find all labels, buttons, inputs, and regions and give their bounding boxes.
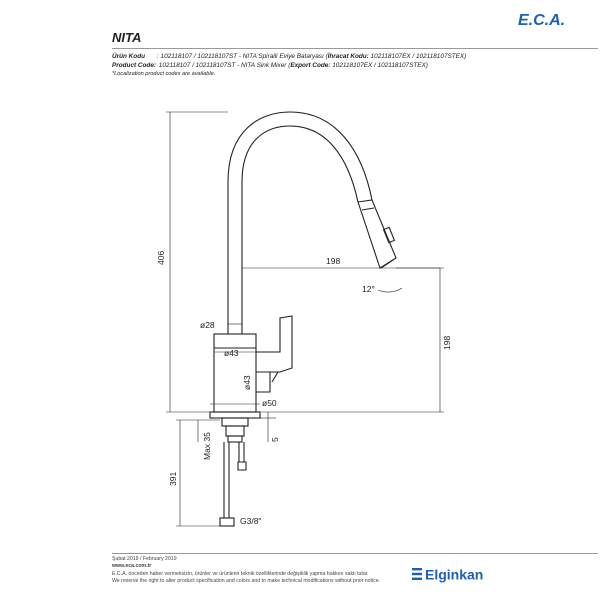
export-code-tr-text: 102118107EX / 102118107STEX) [368, 53, 467, 60]
export-code-en-label: Export Code: [290, 61, 331, 69]
spray-buttons [382, 226, 396, 244]
eca-logo-text: E.C.A. [518, 12, 565, 28]
header-divider [112, 48, 598, 49]
mixer-body [213, 333, 257, 413]
spout-inner [241, 125, 359, 334]
technical-drawing: 406 198 12° 198 ø28 ø43 ø43 ø50 5 Max 35… [156, 111, 452, 527]
dim-d28: ø28 [200, 320, 215, 330]
dim-max35: Max 35 [202, 432, 212, 460]
product-code-tr: Ürün Kodu : 102118107 / 102118107ST - NIT… [112, 53, 466, 62]
elginkan-logo-text: Elginkan [425, 567, 483, 583]
footer-divider [112, 553, 598, 554]
eca-logo: E.C.A. [518, 12, 565, 28]
dim-thread: G3/8" [240, 516, 261, 526]
export-code-en-text: 102118107EX / 102118107STEX) [330, 61, 428, 69]
footer-tr-notice: E.C.A. önceden haber vermeksizin, ürünle… [112, 571, 369, 577]
product-code-tr-text: : 102118107 / 102118107ST - NITA Spirall… [157, 53, 328, 60]
dim-reach: 198 [326, 256, 340, 266]
base-flange [209, 411, 261, 419]
footer-en-notice: We reserve the right to alter product sp… [112, 578, 381, 584]
product-code-en-label: Product Code: [112, 61, 157, 69]
spray-head [357, 199, 397, 269]
dim-d43a: ø43 [224, 348, 239, 358]
product-code-tr-label: Ürün Kodu [112, 53, 146, 60]
elginkan-logo: Elginkan [412, 567, 483, 583]
footer-date: Şubat 2019 / February 2019 [112, 556, 177, 562]
dim-height-total: 406 [156, 251, 166, 265]
product-code-en-text: 102118107 / 102118107ST - NITA Sink Mixe… [157, 61, 291, 69]
dim-spout-height: 198 [442, 336, 452, 350]
product-code-en: Product Code: 102118107 / 102118107ST - … [112, 62, 428, 71]
lever-handle [256, 315, 293, 373]
dim-hose: 391 [168, 472, 178, 486]
footer-website[interactable]: www.eca.com.tr [112, 563, 152, 569]
export-code-tr-label: İhracat Kodu: [327, 53, 369, 60]
dim-five: 5 [270, 437, 280, 442]
product-title: NITA [112, 30, 142, 45]
localization-note: *Localization product codes are availabl… [112, 71, 216, 77]
spout-outer [227, 111, 373, 334]
dim-d43b: ø43 [242, 375, 252, 390]
dim-angle: 12° [362, 284, 375, 294]
dim-d50: ø50 [262, 398, 277, 408]
